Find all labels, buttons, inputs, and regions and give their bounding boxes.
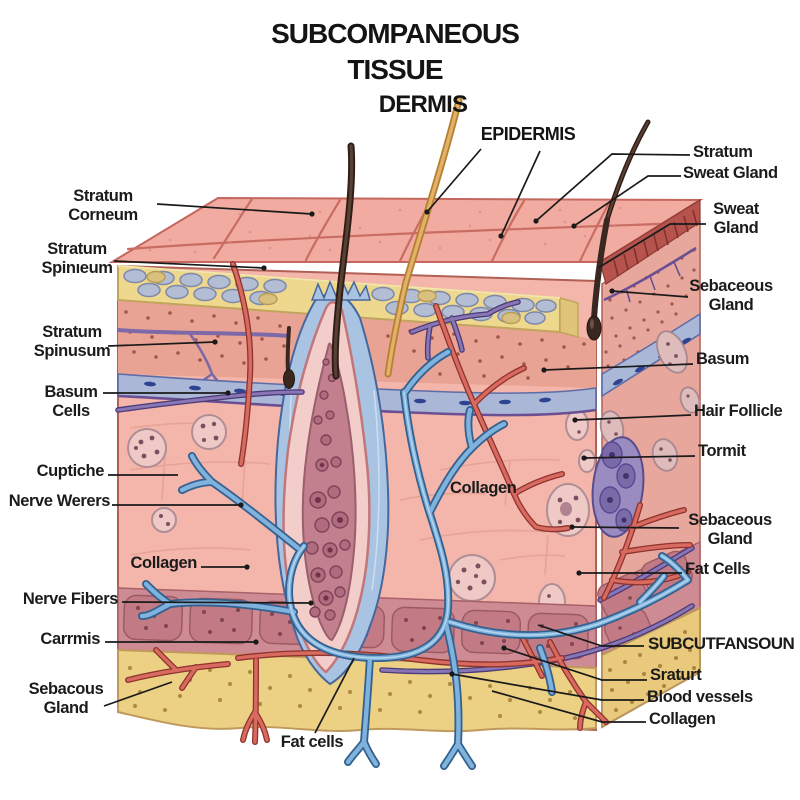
corneum-edge-strip [599, 198, 701, 285]
sebaceous-gland-cluster [591, 436, 645, 538]
diagram-title: SUBCOMPANEOUS TISSUE [245, 16, 545, 88]
label-sweat-gland-1: Sweat Gland [683, 164, 778, 182]
label-stratum-right: Stratum [693, 143, 753, 161]
title-line2: TISSUE [347, 54, 443, 85]
label-fat-cells-bottom: Fat cells [280, 733, 344, 751]
label-blood-vessels: Blood vessels [647, 688, 753, 706]
dermis-cells [127, 409, 596, 621]
label-collagen-center: Collagen [450, 479, 517, 497]
dermal-junction-line [603, 246, 697, 302]
label-subcutfansoun: SUBCUTFANSOUN [648, 634, 795, 653]
leader-dots [212, 209, 615, 677]
dark-hair-icon [331, 142, 356, 380]
label-basum-right: Basum [696, 350, 750, 368]
right-hair-icon [586, 119, 651, 341]
label-tormit: Tormit [698, 442, 746, 460]
label-collagen-left: Collagen [130, 554, 198, 572]
hairs [283, 96, 651, 389]
label-hair-follicle: Hair Follicle [694, 402, 783, 420]
epidermis-top-face [108, 196, 704, 285]
label-collagen-right: Collagen [649, 710, 716, 728]
club-hair-icon [283, 326, 295, 389]
leader-lines [103, 148, 706, 734]
label-epidermis: EPIDERMIS [480, 124, 576, 144]
label-nerve-werers: Nerve Werers [8, 492, 111, 510]
label-fat-cells-right: Fat Cells [685, 560, 751, 578]
label-nerve-fibers: Nerve Fibers [22, 590, 119, 608]
title-line1: SUBCOMPANEOUS [271, 18, 520, 49]
label-sraturt: Sraturt [650, 666, 702, 684]
tan-hair-icon [384, 96, 463, 378]
label-carrmis: Carrmis [40, 630, 100, 648]
label-dermis: DERMIS [378, 91, 468, 118]
label-cuptiche: Cuptiche [36, 462, 105, 480]
